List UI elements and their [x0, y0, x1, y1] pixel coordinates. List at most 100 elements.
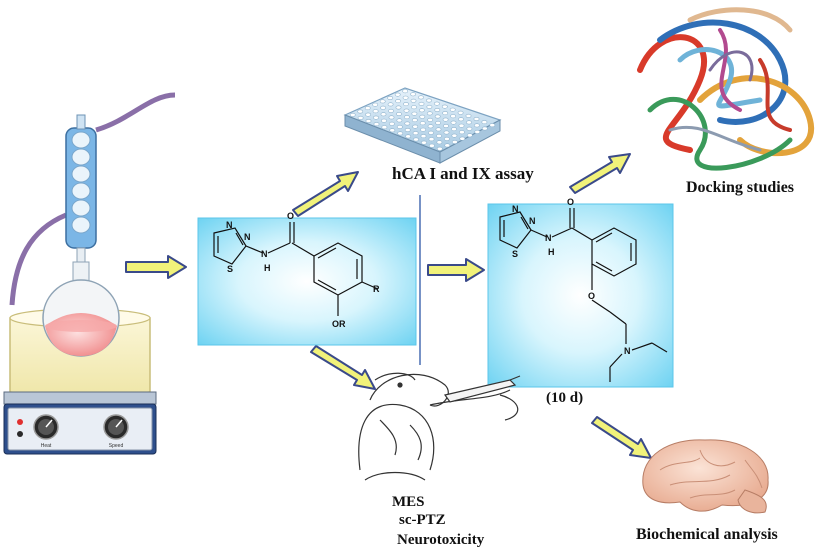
- microplate-well: [442, 111, 449, 116]
- microplate-well: [419, 121, 426, 126]
- microplate-well: [380, 105, 386, 110]
- microplate-well: [459, 136, 466, 141]
- microplate-well: [465, 113, 472, 118]
- microplate-well: [489, 123, 496, 128]
- microplate-well: [450, 120, 457, 125]
- speed-knob-label: Speed: [109, 443, 124, 449]
- microplate-well: [388, 108, 394, 113]
- product-atom-ether-o: O: [588, 291, 595, 301]
- atom-nh-h: H: [264, 263, 271, 273]
- microplate-well: [466, 120, 472, 125]
- microplate-well: [436, 140, 443, 145]
- microplate-well: [412, 124, 419, 129]
- microplate-well: [428, 143, 435, 148]
- microplate-well: [379, 99, 386, 104]
- atom-r: R: [373, 284, 380, 294]
- microplate-well: [395, 99, 401, 104]
- atom-o: O: [287, 211, 294, 221]
- microplate-well: [388, 121, 395, 126]
- microplate-well: [402, 89, 409, 94]
- microplate-well: [426, 98, 432, 103]
- microplate-well: [394, 92, 401, 97]
- product-atom-o: O: [567, 197, 574, 207]
- arrow-to-product: [427, 258, 485, 282]
- test-scptz-label: sc-PTZ: [399, 512, 446, 528]
- microplate-well: [466, 126, 473, 131]
- microplate-well: [389, 128, 396, 133]
- flow-arrows: [125, 153, 652, 459]
- atom-n1: N: [226, 220, 233, 230]
- microplate-well: [466, 133, 473, 138]
- microplate-well: [404, 121, 411, 126]
- microplate-well: [380, 112, 387, 117]
- microplate-well: [387, 102, 394, 107]
- microplate-well: [373, 122, 380, 127]
- atom-n2: N: [244, 232, 251, 242]
- microplate-well: [357, 115, 364, 120]
- microplate-well: [434, 114, 441, 119]
- microplate-well: [449, 107, 456, 112]
- microplate-well: [388, 115, 395, 120]
- microplate-well: [443, 124, 449, 129]
- microplate-well: [372, 102, 379, 107]
- brain-illustration: [642, 439, 769, 514]
- microplate-well: [442, 117, 449, 122]
- rat-injection-illustration: [358, 372, 521, 481]
- microplate-well: [441, 104, 448, 109]
- microplate-well: [396, 112, 402, 117]
- assay-label: hCA I and IX assay: [392, 164, 534, 183]
- arrow-assay-to-docking: [569, 153, 631, 194]
- microplate-well: [420, 127, 426, 132]
- microplate-well: [420, 134, 427, 139]
- arrow-synthesis-to-scaffold: [125, 255, 187, 279]
- product-atom-nh-h: H: [548, 247, 555, 257]
- microplate-well: [428, 130, 434, 135]
- microplate-well: [403, 108, 410, 113]
- microplate-well: [427, 117, 434, 122]
- microplate-well: [444, 143, 451, 148]
- product-atom-n1: N: [512, 204, 519, 214]
- atom-s: S: [227, 264, 233, 274]
- microplate-well: [443, 130, 450, 135]
- microplate-well: [436, 146, 443, 151]
- microplate-well: [443, 136, 450, 141]
- microplate-well: [451, 127, 457, 132]
- microplate-well: [433, 101, 440, 106]
- microplate-well: [426, 111, 433, 116]
- microplate-well: [403, 102, 409, 107]
- compound-label: (10 d): [546, 390, 584, 406]
- microplate-well: [418, 101, 425, 106]
- microplate-well: [458, 130, 465, 135]
- microplate-well: [381, 125, 388, 130]
- product-atom-amine-n: N: [624, 346, 631, 356]
- microplate-well: [418, 95, 424, 100]
- microplate-well: [402, 95, 409, 100]
- atom-nh-n: N: [261, 249, 268, 259]
- microplate-well: [421, 140, 427, 145]
- atom-or: OR: [332, 319, 346, 329]
- microplate-well: [481, 126, 488, 131]
- biochem-label: Biochemical analysis: [636, 526, 778, 543]
- microplate-well: [395, 105, 402, 110]
- microplate-well: [372, 109, 379, 114]
- product-atom-s: S: [512, 249, 518, 259]
- protein-structure-illustration: [637, 7, 815, 171]
- microplate-well: [381, 118, 387, 123]
- product-structure-box: N N S N H O O N: [487, 197, 674, 388]
- microplate-well: [403, 115, 410, 120]
- microplate-well: [451, 140, 458, 145]
- reflux-apparatus-illustration: Heat Speed: [3, 92, 176, 455]
- microplate-well: [411, 118, 418, 123]
- microplate-well: [426, 104, 433, 109]
- microplate-well: [450, 114, 456, 119]
- docking-label: Docking studies: [686, 179, 795, 196]
- microplate-well: [451, 133, 458, 138]
- microplate-well: [458, 117, 464, 122]
- microplate-well: [457, 110, 464, 115]
- microplate-well: [413, 137, 419, 142]
- heat-knob-label: Heat: [41, 443, 52, 449]
- microplate-well: [411, 105, 417, 110]
- product-atom-n2: N: [529, 216, 536, 226]
- microplate-well: [357, 109, 364, 114]
- test-mes-label: MES: [392, 494, 425, 510]
